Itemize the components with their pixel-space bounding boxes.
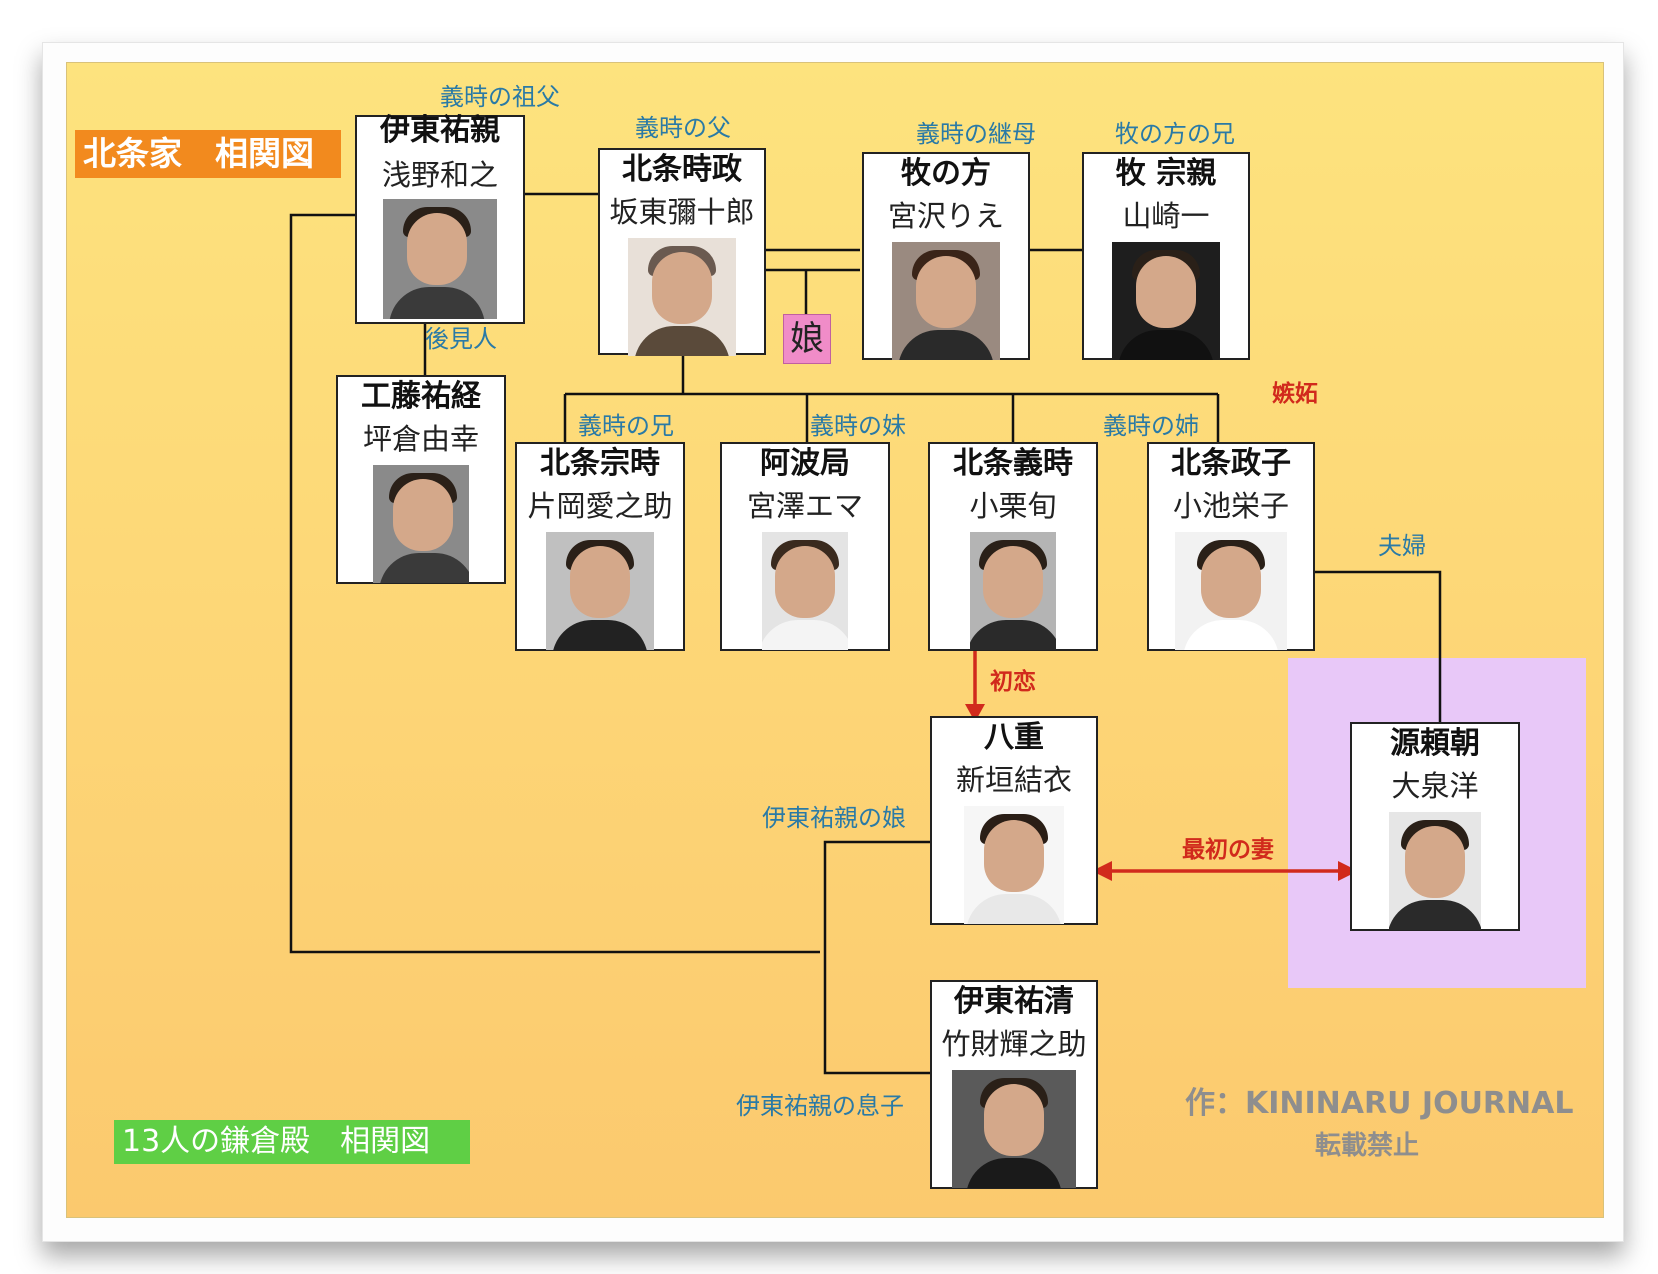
label-first-love: 初恋 [990,669,1036,695]
role-name: 八重 [984,720,1044,755]
role-name: 北条時政 [622,152,742,187]
label-elder-brother: 義時の兄 [578,412,674,440]
label-ito-daughter: 伊東祐親の娘 [762,804,906,832]
label-grandfather: 義時の祖父 [440,83,560,111]
person-card-yoshitoki: 北条義時 小栗旬 [928,442,1098,651]
role-name: 阿波局 [760,446,850,481]
person-card-kudo: 工藤祐経 坪倉由幸 [336,375,506,584]
daughter-tag-text: 娘 [790,319,824,359]
actor-name: 浅野和之 [381,158,498,192]
actor-photo [1175,532,1287,650]
actor-photo [628,238,736,356]
label-maki-brother: 牧の方の兄 [1115,120,1235,148]
role-name: 北条政子 [1171,446,1291,481]
label-father: 義時の父 [635,114,731,142]
diagram-title: 北条家 相関図 [75,130,341,178]
person-card-yoritomo: 源頼朝 大泉洋 [1350,722,1520,931]
actor-photo [383,199,497,319]
label-guardian: 後見人 [425,325,497,353]
footer-label-text: 13人の鎌倉殿 相関図 [122,1124,431,1159]
label-first-wife: 最初の妻 [1182,837,1274,863]
diagram-title-text: 北条家 相関図 [83,134,314,173]
label-jealousy: 嫉妬 [1272,381,1318,407]
actor-name: 大泉洋 [1391,769,1479,803]
person-card-yae: 八重 新垣結衣 [930,716,1098,925]
person-card-maki: 牧の方 宮沢りえ [862,152,1030,360]
actor-photo [892,242,1000,360]
actor-name: 新垣結衣 [955,763,1072,797]
actor-name: 山崎一 [1122,199,1210,233]
person-card-tokimasa: 北条時政 坂東彌十郎 [598,148,766,356]
role-name: 工藤祐経 [361,379,481,414]
label-younger-sister: 義時の妹 [810,412,906,440]
daughter-tag: 娘 [783,314,831,364]
person-card-masako: 北条政子 小池栄子 [1147,442,1315,651]
actor-photo [952,1070,1076,1188]
person-card-awa: 阿波局 宮澤エマ [720,442,890,651]
role-name: 源頼朝 [1390,726,1480,761]
actor-name: 小栗旬 [969,489,1057,523]
person-card-munechika: 牧 宗親 山崎一 [1082,152,1250,360]
role-name: 牧 宗親 [1115,156,1217,191]
person-card-sukekiyo: 伊東祐清 竹財輝之助 [930,980,1098,1189]
credit-text: 作：KININARU JOURNAL [1185,1086,1574,1121]
footer-label: 13人の鎌倉殿 相関図 [114,1120,470,1164]
actor-name: 宮沢りえ [887,199,1004,233]
role-name: 牧の方 [901,156,991,191]
actor-name: 片岡愛之助 [527,489,673,523]
person-card-ito-suketika: 伊東祐親 浅野和之 [355,113,525,324]
credit-note: 転載禁止 [1315,1131,1420,1161]
actor-photo [1112,242,1220,360]
label-elder-sister: 義時の姉 [1103,412,1199,440]
actor-photo [970,532,1056,650]
actor-name: 竹財輝之助 [941,1027,1087,1061]
actor-photo [546,532,654,650]
actor-photo [964,806,1064,924]
actor-photo [1389,812,1481,930]
actor-name: 坪倉由幸 [362,422,479,456]
actor-photo [373,465,469,583]
label-couple: 夫婦 [1378,532,1426,560]
role-name: 伊東祐清 [954,984,1074,1019]
actor-name: 坂東彌十郎 [609,195,755,229]
actor-name: 小池栄子 [1172,489,1289,523]
role-name: 北条宗時 [540,446,660,481]
label-stepmother: 義時の継母 [916,120,1036,148]
person-card-munetoki: 北条宗時 片岡愛之助 [515,442,685,651]
label-ito-son: 伊東祐親の息子 [736,1092,904,1120]
actor-name: 宮澤エマ [746,489,863,523]
role-name: 北条義時 [953,446,1073,481]
role-name: 伊東祐親 [380,113,500,148]
actor-photo [762,532,848,650]
